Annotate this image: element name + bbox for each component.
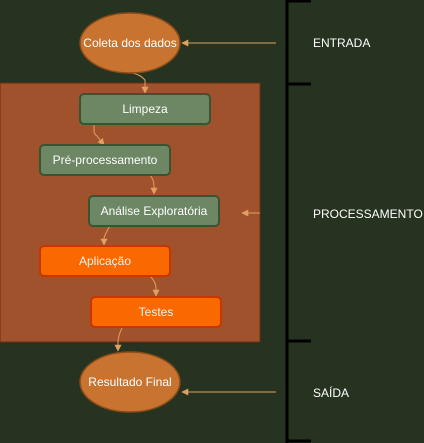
lane-divider (285, 0, 311, 443)
node-testes-label: Testes (139, 305, 174, 319)
node-coleta-dos-dados[interactable]: Coleta dos dados (79, 12, 181, 74)
node-limpeza[interactable]: Limpeza (79, 93, 211, 125)
node-analise-label: Análise Exploratória (101, 204, 208, 218)
node-analise-exploratoria[interactable]: Análise Exploratória (88, 195, 220, 227)
node-resultado-final[interactable]: Resultado Final (79, 351, 181, 413)
arrow-limpeza-to-preproc (93, 124, 105, 146)
node-aplicacao-label: Aplicação (79, 254, 131, 268)
node-pre-processamento-label: Pré-processamento (53, 153, 158, 167)
arrow-testes-to-resultado (114, 327, 123, 352)
lane-label-entrada: ENTRADA (313, 36, 370, 50)
node-coleta-label: Coleta dos dados (83, 36, 176, 50)
lane-label-processamento: PROCESSAMENTO (313, 207, 423, 221)
arrow-preproc-to-analise (149, 174, 158, 195)
lane-label-saida: SAÍDA (313, 385, 349, 400)
node-aplicacao[interactable]: Aplicação (39, 245, 171, 277)
node-pre-processamento[interactable]: Pré-processamento (39, 144, 171, 176)
arrow-aplicacao-to-testes (149, 275, 160, 297)
node-testes[interactable]: Testes (90, 296, 222, 328)
node-resultado-label: Resultado Final (88, 375, 171, 389)
arrow-analise-to-aplicacao (100, 225, 111, 246)
node-limpeza-label: Limpeza (122, 102, 168, 116)
